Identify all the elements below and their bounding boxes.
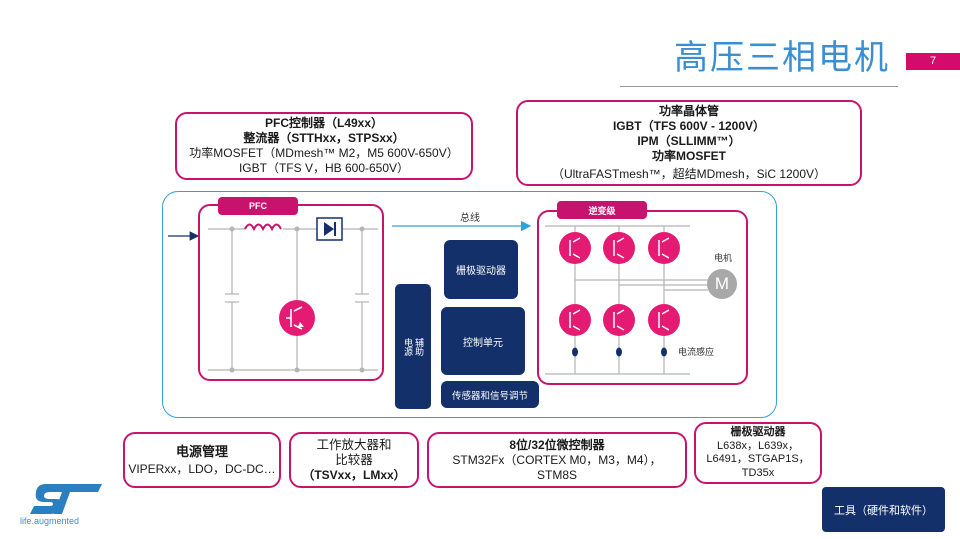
inverter-stage-frame bbox=[537, 210, 748, 385]
pfc-switch-icon bbox=[279, 300, 315, 336]
mcu-line-1: 8位/32位微控制器 bbox=[509, 437, 605, 452]
opamp-line-1: 工作放大器和 bbox=[316, 437, 392, 452]
control-unit-block: 控制单元 bbox=[441, 307, 525, 375]
gate-driver-ic-line-4: TD35x bbox=[741, 466, 775, 479]
aux-power-label: 辅助电源 bbox=[403, 337, 424, 356]
title-rule bbox=[620, 86, 898, 87]
tools-hardware-software-button[interactable]: 工具（硬件和软件） bbox=[822, 487, 945, 532]
pfc-components-box: PFC控制器（L49xx） 整流器（STTHxx，STPSxx） 功率MOSFE… bbox=[175, 112, 473, 180]
pfc-box-line-3: 功率MOSFET（MDmesh™ M2，M5 600V-650V） bbox=[189, 146, 459, 160]
power-box-line-3: IPM（SLLIMM™） bbox=[637, 134, 741, 148]
pfc-box-line-1: PFC控制器（L49xx） bbox=[264, 116, 384, 130]
pfc-wiring bbox=[208, 228, 378, 371]
gate-driver-ic-box: 栅极驱动器 L638x，L639x， L6491，STGAP1S， TD35x bbox=[694, 422, 822, 484]
diode-symbol bbox=[316, 217, 343, 241]
st-logo-icon bbox=[30, 484, 102, 514]
pfc-box-line-4: IGBT（TFS V，HB 600-650V） bbox=[238, 161, 410, 175]
power-mgmt-line-1: 电源管理 bbox=[175, 443, 228, 459]
opamp-line-3: （TSVxx，LMxx） bbox=[302, 467, 406, 482]
power-box-line-5: （UltraFASTmesh™，超结MDmesh，SiC 1200V） bbox=[551, 167, 827, 181]
inverter-switch-2-high bbox=[603, 232, 635, 264]
motor-icon bbox=[707, 269, 737, 299]
pfc-stage-frame bbox=[198, 204, 384, 381]
power-transistor-box: 功率晶体管 IGBT（TFS 600V - 1200V） IPM（SLLIMM™… bbox=[516, 100, 862, 186]
mcu-line-3: STM8S bbox=[536, 467, 577, 482]
inverter-switch-1-high bbox=[559, 232, 591, 264]
power-box-line-4: 功率MOSFET bbox=[652, 149, 726, 163]
inductor-symbol bbox=[244, 223, 282, 232]
gate-driver-block: 栅极驱动器 bbox=[444, 240, 518, 299]
page-title: 高压三相电机 bbox=[674, 38, 890, 78]
power-mgmt-line-2: VIPERxx，LDO，DC-DC… bbox=[128, 461, 276, 476]
pfc-box-line-2: 整流器（STTHxx，STPSxx） bbox=[243, 131, 405, 145]
inverter-stage-tag: 逆变级 bbox=[557, 201, 647, 219]
motor-label: 电机 bbox=[714, 253, 733, 263]
inverter-switch-1-low bbox=[559, 304, 591, 336]
aux-power-block: 辅助电源 bbox=[395, 284, 431, 409]
opamp-comparator-box: 工作放大器和 比较器 （TSVxx，LMxx） bbox=[289, 432, 419, 488]
power-box-line-1: 功率晶体管 bbox=[658, 104, 719, 118]
current-sense-label: 电流感应 bbox=[678, 347, 715, 357]
power-management-box: 电源管理 VIPERxx，LDO，DC-DC… bbox=[123, 432, 281, 488]
gate-driver-ic-line-3: L6491，STGAP1S， bbox=[706, 453, 810, 465]
gate-driver-ic-line-1: 栅极驱动器 bbox=[730, 426, 786, 438]
inverter-switches bbox=[559, 232, 680, 336]
motor-symbol: M bbox=[714, 274, 730, 293]
opamp-line-2: 比较器 bbox=[335, 452, 373, 467]
inverter-switch-3-high bbox=[648, 232, 680, 264]
microcontroller-box: 8位/32位微控制器 STM32Fx（CORTEX M0，M3，M4）， STM… bbox=[427, 432, 687, 488]
pfc-stage-tag: PFC bbox=[218, 197, 298, 215]
logo-tagline: life.augmented bbox=[20, 516, 80, 526]
current-sense-points bbox=[572, 347, 667, 357]
system-diagram-frame bbox=[162, 191, 777, 418]
power-box-line-2: IGBT（TFS 600V - 1200V） bbox=[612, 119, 766, 133]
sensor-conditioning-block: 传感器和信号调节 bbox=[441, 381, 539, 408]
inverter-switch-2-low bbox=[603, 304, 635, 336]
mcu-line-2: STM32Fx（CORTEX M0，M3，M4）， bbox=[452, 452, 662, 467]
page-number: 7 bbox=[906, 53, 960, 70]
bus-label: 总线 bbox=[460, 213, 480, 224]
gate-driver-ic-line-2: L638x，L639x， bbox=[717, 439, 799, 452]
pfc-nodes bbox=[229, 226, 365, 373]
inverter-switch-3-low bbox=[648, 304, 680, 336]
